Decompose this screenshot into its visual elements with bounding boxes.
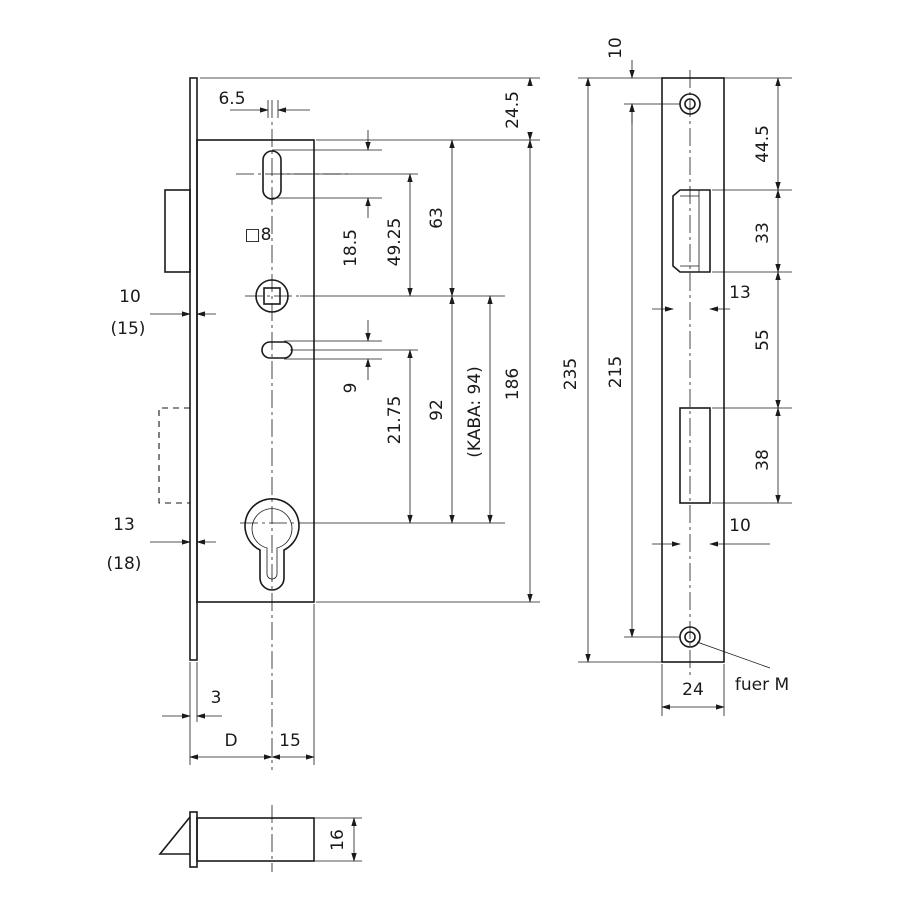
dim-18-paren: (18)	[107, 554, 142, 574]
dim-9: 9	[341, 383, 361, 394]
dim-10: 10	[119, 287, 141, 307]
dim-18-5: 18.5	[341, 229, 361, 267]
dim-55: 55	[753, 329, 773, 351]
dim-49-25: 49.25	[385, 218, 405, 267]
lower-slot	[261, 341, 293, 359]
dim-186: 186	[503, 368, 523, 400]
upper-slot	[262, 150, 282, 200]
dim-d: D	[224, 731, 237, 751]
dim-92: 92	[427, 399, 447, 421]
dim-strike-10b: 10	[729, 516, 751, 536]
dim-21-75: 21.75	[385, 396, 405, 445]
dim-13: 13	[113, 515, 135, 535]
dim-15-paren: (15)	[111, 319, 146, 339]
dim-strike-13: 13	[729, 283, 751, 303]
dim-235: 235	[561, 358, 581, 390]
dim-6-5: 6.5	[218, 89, 245, 109]
dim-215: 215	[606, 356, 626, 388]
latch-bolt	[164, 189, 191, 273]
dim-33: 33	[753, 222, 773, 244]
cylinder-cutout	[244, 498, 300, 591]
dim-15: 15	[279, 731, 301, 751]
dim-44-5: 44.5	[753, 125, 773, 163]
extension-lines	[189, 77, 540, 814]
section-forend	[189, 811, 198, 868]
dim-38: 38	[753, 449, 773, 471]
cylinder-inner	[251, 508, 293, 580]
section-latch	[158, 816, 191, 855]
dead-bolt-dashed	[158, 407, 190, 504]
strike-dimension-arrows	[585, 60, 781, 710]
dim-kaba-94: (KABA: 94)	[465, 366, 485, 458]
dim-24: 24	[682, 680, 704, 700]
dim-63: 63	[427, 207, 447, 229]
section-case	[196, 817, 315, 862]
dim-strike-10: 10	[606, 37, 626, 59]
strike-plate-view	[578, 60, 792, 716]
lock-case-body	[196, 139, 315, 603]
forend-plate	[189, 77, 198, 661]
top-section-view	[158, 805, 362, 872]
strike-plate	[661, 77, 725, 663]
bolt-opening	[679, 407, 711, 504]
screw-label: fuer M	[735, 675, 789, 695]
latch-opening	[672, 189, 711, 273]
dim-3: 3	[211, 688, 222, 708]
dimension-arrows	[150, 77, 533, 862]
dim-16: 16	[328, 829, 348, 851]
dim-24-5: 24.5	[503, 91, 523, 129]
strike-extension-lines	[578, 77, 792, 716]
lock-case-view	[150, 77, 540, 862]
dim-sq-8: □8	[245, 225, 272, 245]
dimension-labels: 6.5 24.5 □8 10 (15) 18.5 49.25 63 9 21.7…	[107, 37, 790, 851]
